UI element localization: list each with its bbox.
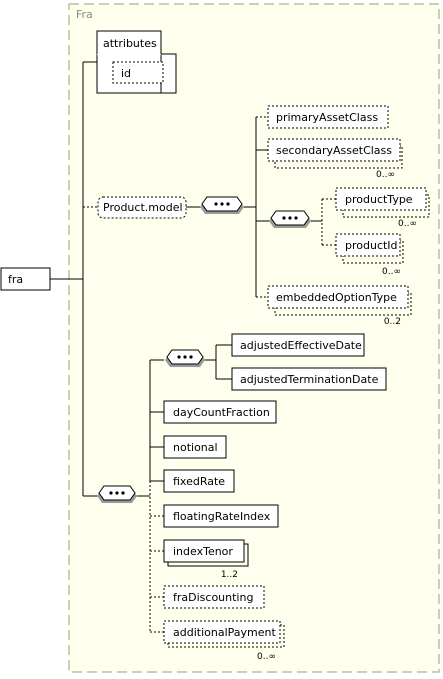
sequence-compositor-dates[interactable] [165, 349, 205, 367]
svg-text:Product.model: Product.model [103, 201, 183, 214]
svg-text:notional: notional [173, 441, 218, 454]
svg-text:productId: productId [345, 239, 398, 252]
cardinality-label: 0..∞ [382, 267, 401, 277]
attributes-heading: attributes [103, 37, 157, 50]
element-adjusted-effective-date[interactable]: adjustedEffectiveDate [231, 333, 365, 357]
element-fixed-rate[interactable]: fixedRate [163, 469, 235, 493]
sequence-compositor-fra[interactable] [97, 485, 137, 503]
element-fra-discounting[interactable]: fraDiscounting [163, 585, 265, 609]
element-day-count-fraction[interactable]: dayCountFraction [163, 400, 277, 424]
element-additional-payment[interactable]: additionalPayment 0..∞ [163, 620, 285, 662]
optional-connectors [83, 116, 336, 633]
element-product-id[interactable]: productId 0..∞ [335, 233, 404, 277]
element-notional[interactable]: notional [163, 435, 227, 459]
element-primary-asset-class[interactable]: primaryAssetClass [267, 105, 389, 129]
root-element-fra[interactable]: fra [0, 267, 51, 291]
cardinality-label: 0..2 [384, 317, 401, 327]
element-embedded-option-type[interactable]: embeddedOptionType 0..2 [267, 285, 412, 327]
attribute-id[interactable] [112, 61, 164, 84]
svg-text:productType: productType [345, 193, 413, 206]
element-product-type[interactable]: productType 0..∞ [335, 187, 430, 229]
svg-text:additionalPayment: additionalPayment [173, 626, 276, 639]
element-floating-rate-index[interactable]: floatingRateIndex [163, 504, 279, 528]
svg-text:dayCountFraction: dayCountFraction [173, 406, 270, 419]
svg-text:primaryAssetClass: primaryAssetClass [276, 111, 378, 124]
svg-text:floatingRateIndex: floatingRateIndex [173, 510, 271, 523]
element-secondary-asset-class[interactable]: secondaryAssetClass 0..∞ [267, 138, 403, 180]
svg-text:adjustedTerminationDate: adjustedTerminationDate [240, 373, 379, 386]
connectors [50, 61, 322, 497]
sequence-compositor-product-model[interactable] [200, 196, 244, 214]
group-product-model[interactable]: Product.model [97, 196, 187, 219]
cardinality-label: 0..∞ [376, 170, 395, 180]
svg-text:fra: fra [8, 273, 23, 286]
cardinality-label: 0..∞ [398, 219, 417, 229]
svg-text:indexTenor: indexTenor [173, 545, 233, 558]
cardinality-label: 0..∞ [257, 652, 276, 662]
svg-text:adjustedEffectiveDate: adjustedEffectiveDate [240, 339, 362, 352]
sequence-compositor-product-type[interactable] [269, 210, 311, 228]
svg-text:embeddedOptionType: embeddedOptionType [276, 291, 397, 304]
svg-text:secondaryAssetClass: secondaryAssetClass [276, 144, 392, 157]
frame-title: Fra [76, 8, 93, 21]
svg-text:fixedRate: fixedRate [173, 475, 225, 488]
attributes-group: attributes id [96, 30, 177, 94]
element-index-tenor[interactable]: indexTenor 1..2 [163, 539, 249, 580]
element-adjusted-termination-date[interactable]: adjustedTerminationDate [231, 367, 387, 391]
cardinality-label: 1..2 [221, 570, 238, 580]
attribute-id-label: id [121, 67, 131, 80]
svg-text:fraDiscounting: fraDiscounting [173, 591, 253, 604]
